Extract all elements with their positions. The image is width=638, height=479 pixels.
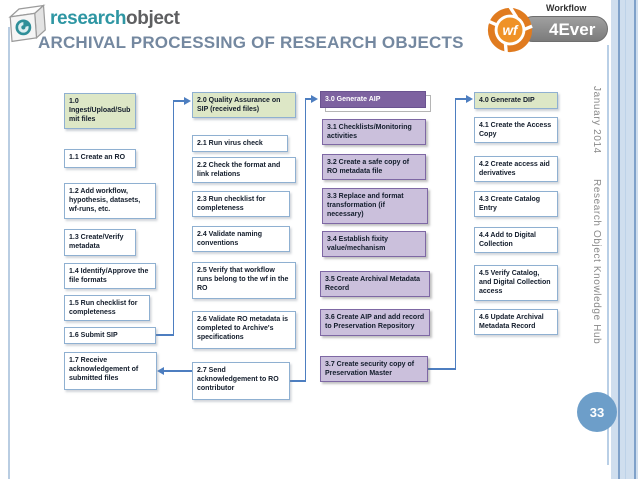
page-number-badge: 33 xyxy=(577,392,617,432)
flow-box-3-4: 3.4 Establish fixity value/mechanism xyxy=(322,231,426,258)
flow-box-2-5: 2.5 Verify that workflow runs belong to … xyxy=(192,262,296,299)
stripe-line xyxy=(618,0,620,479)
flow-box-1-4: 1.4 Identify/Approve the file formats xyxy=(64,263,156,290)
side-captions: January 2014 Research Object Knowledge H… xyxy=(591,86,602,416)
wf4ever-workflow-label: Workflow xyxy=(546,3,587,13)
arrowhead-icon xyxy=(184,96,191,105)
flow-box-3-5: 3.5 Create Archival Metadata Record xyxy=(320,271,430,298)
stripe-line xyxy=(634,0,636,479)
connector-line xyxy=(164,370,192,372)
flow-box-3-2: 3.2 Create a safe copy of RO metadata fi… xyxy=(322,154,426,181)
connector-line xyxy=(304,98,307,381)
right-thin-line xyxy=(607,45,609,465)
flow-box-1-0: 1.0 Ingest/Upload/Submit files xyxy=(64,93,136,129)
side-caption-hub: Research Object Knowledge Hub xyxy=(591,179,602,345)
flow-box-3-7: 3.7 Create security copy of Preservation… xyxy=(320,356,428,383)
flow-box-4-4: 4.4 Add to Digital Collection xyxy=(474,227,558,254)
flow-box-2-0: 2.0 Quality Assurance on SIP (received f… xyxy=(192,92,296,119)
flow-box-1-3: 1.3 Create/Verify metadata xyxy=(64,229,136,256)
arrowhead-icon xyxy=(466,94,473,103)
connector-line xyxy=(428,368,456,370)
researchobject-wordmark: researchobject xyxy=(50,8,180,30)
flow-box-1-5: 1.5 Run checklist for completeness xyxy=(64,295,150,322)
flow-box-3-1: 3.1 Checklists/Monitoring activities xyxy=(322,119,426,146)
connector-line xyxy=(156,334,174,336)
svg-text:wf: wf xyxy=(503,23,519,38)
connector-line xyxy=(454,98,457,369)
flow-box-4-5: 4.5 Verify Catalog, and Digital Collecti… xyxy=(474,265,558,301)
connector-line xyxy=(455,98,467,100)
flow-box-2-7: 2.7 Send acknowledgement to RO contribut… xyxy=(192,362,290,400)
flow-box-4-2: 4.2 Create access aid derivatives xyxy=(474,156,558,183)
brand-research: research xyxy=(50,8,127,29)
connector-line xyxy=(173,100,186,102)
flow-box-4-1: 4.1 Create the Access Copy xyxy=(474,117,558,144)
workflow4ever-logo: 4Ever Workflow wf xyxy=(480,2,614,58)
flow-box-4-0: 4.0 Generate DIP xyxy=(474,92,558,110)
wf4ever-pill: 4Ever xyxy=(520,16,608,42)
page-title: ARCHIVAL PROCESSING OF RESEARCH OBJECTS xyxy=(38,33,464,52)
wf-circle-icon: wf xyxy=(487,6,533,53)
flow-box-2-4: 2.4 Validate naming conventions xyxy=(192,226,290,253)
connector-line xyxy=(290,380,306,382)
flow-box-1-6: 1.6 Submit SIP xyxy=(64,327,156,345)
flow-box-2-2: 2.2 Check the format and link relations xyxy=(192,157,296,184)
connector-line xyxy=(172,100,175,335)
flow-box-3-3: 3.3 Replace and format transformation (i… xyxy=(322,188,428,224)
flow-box-2-6: 2.6 Validate RO metadata is completed to… xyxy=(192,311,296,349)
side-caption-date: January 2014 xyxy=(591,86,602,154)
flow-box-3-0: 3.0 Generate AIP xyxy=(320,91,426,109)
stripe-line xyxy=(625,0,626,479)
left-accent-line xyxy=(8,27,10,479)
flow-box-1-7: 1.7 Receive acknowledgement of submitted… xyxy=(64,352,157,390)
connector-line xyxy=(305,98,312,100)
brand-object: object xyxy=(126,8,180,29)
flow-box-2-3: 2.3 Run checklist for completeness xyxy=(192,191,290,218)
researchobject-cube-icon xyxy=(8,4,46,43)
page-number: 33 xyxy=(589,404,605,420)
right-striped-panel xyxy=(611,0,638,479)
arrowhead-icon xyxy=(157,366,164,375)
flow-box-4-6: 4.6 Update Archival Metadata Record xyxy=(474,309,558,336)
flow-box-4-3: 4.3 Create Catalog Entry xyxy=(474,191,558,218)
flow-box-2-1: 2.1 Run virus check xyxy=(192,135,288,153)
arrowhead-icon xyxy=(311,94,318,103)
flow-box-1-1: 1.1 Create an RO xyxy=(64,149,136,168)
flow-box-1-2: 1.2 Add workflow, hypothesis, datasets, … xyxy=(64,183,156,219)
flow-box-3-6: 3.6 Create AIP and add record to Preserv… xyxy=(320,309,430,336)
